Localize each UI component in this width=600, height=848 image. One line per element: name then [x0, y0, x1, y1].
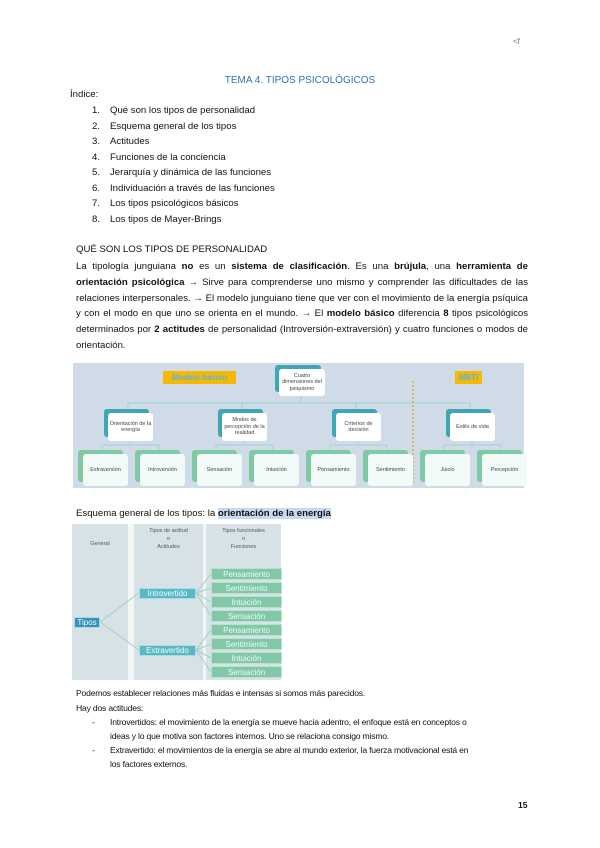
level2-node: Orientación de la energía: [108, 413, 153, 441]
diagram-connectors: [101, 381, 502, 485]
text: La tipología junguiana: [76, 261, 182, 272]
attitude-extravertido: Extravertido: [139, 645, 196, 656]
index-number: 4.: [92, 151, 101, 163]
function-box: Sensación: [211, 666, 282, 678]
text: de personalidad (Introversión-extraversi…: [76, 324, 528, 351]
column-general: [72, 524, 128, 680]
bullet-dash: -: [92, 745, 95, 755]
types-diagram: General Tipos de actitud o Actitudes Tip…: [72, 524, 282, 680]
page-title: TEMA 4. TIPOS PSICOLÓGICOS: [224, 75, 376, 86]
bottom-line1: Podemos establecer relaciones más fluida…: [76, 688, 366, 698]
index-item: Los tipos psicológicos básicos: [110, 198, 239, 209]
emphasis: no: [181, 261, 194, 272]
mbti-tag: MBTI: [455, 371, 482, 384]
function-box: Intuición: [211, 652, 282, 664]
function-box: Sentimiento: [211, 582, 282, 594]
index-number: 6.: [92, 182, 101, 194]
emphasis: sistema de clasificación: [231, 261, 348, 272]
level3-node: Extraversión: [83, 454, 128, 486]
level3-node: Juicio: [425, 454, 470, 486]
level2-node: Criterios de decisión: [336, 413, 381, 441]
text: diferencia: [394, 308, 444, 320]
index-item: Esquema general de los tipos: [110, 120, 237, 132]
text: , una: [426, 261, 457, 272]
text: → Sirve para comprenderse uno mismo y co…: [76, 276, 528, 320]
attitude-introvertido: Introvertido: [139, 588, 196, 599]
intro-paragraph: La tipología junguiana no es un sistema …: [76, 259, 528, 354]
function-box: Pensamiento: [211, 568, 282, 580]
level3-node: Introversión: [140, 454, 185, 486]
bullet-body: el movimiento de la energía se mueve hac…: [156, 717, 467, 727]
root-node: Cuatro dimensiones del psiquismo: [279, 369, 325, 396]
bullet-text: Extravertido: el movimientos de la energ…: [110, 745, 469, 755]
model-diagram: Modelo básico MBTI Cuatro dimensiones de…: [73, 363, 527, 488]
level3-node: Intuición: [254, 454, 299, 486]
section-heading: QUÉ SON LOS TIPOS DE PERSONALIDAD: [76, 244, 268, 255]
index-item: Individuación a través de las funciones: [110, 182, 275, 194]
bullet-label: Extravertido:: [110, 745, 156, 755]
function-box: Pensamiento: [211, 624, 282, 636]
emphasis: brújula: [394, 261, 427, 272]
header-mark: <f: [513, 37, 520, 46]
level3-node: Sensación: [197, 454, 242, 486]
index-item: Actitudes: [110, 136, 150, 147]
index-item: Jerarquía y dinámica de las funciones: [110, 167, 272, 178]
index-number: 2.: [92, 120, 101, 132]
level3-node: Sentimiento: [368, 454, 413, 486]
page-number: 15: [518, 800, 528, 810]
bullet-label: Introvertidos:: [110, 717, 157, 727]
index-number: 5.: [92, 167, 101, 178]
index-item: Qué son los tipos de personalidad: [110, 105, 256, 116]
level2-node: Estilo de vida: [450, 413, 495, 441]
index-item: Los tipos de Mayer-Brings: [110, 213, 222, 225]
section2-text: Esquema general de los tipos: la: [76, 508, 218, 519]
bullet-text: Introvertidos: el movimiento de la energ…: [110, 717, 467, 727]
bullet-continuation: ideas y lo que motiva son factores inter…: [110, 731, 390, 741]
bottom-line2: Hay dos actitudes:: [76, 703, 144, 713]
header-functions: Tipos funcionales o Funciones: [222, 528, 265, 550]
emphasis: 2 actitudes: [154, 324, 205, 336]
text: . Es una: [347, 261, 395, 272]
index-label: Índice:: [70, 89, 99, 100]
function-box: Sensación: [211, 610, 282, 622]
emphasis: 8: [443, 308, 449, 320]
level3-node: Pensamiento: [311, 454, 356, 486]
text: es un: [193, 261, 232, 272]
section2-highlight: orientación de la energía: [217, 508, 331, 519]
section2-heading: Esquema general de los tipos: la orienta…: [76, 508, 331, 519]
bullet-continuation: los factores externos.: [110, 759, 188, 769]
text: tipos psicológicos determinados por: [76, 308, 529, 336]
emphasis: modelo básico: [326, 308, 395, 320]
index-number: 1.: [92, 105, 101, 116]
modelo-basico-tag: Modelo básico: [163, 371, 236, 384]
index-number: 7.: [92, 198, 101, 209]
function-box: Sentimiento: [211, 638, 282, 650]
level2-node: Modos de percepción de la realidad: [222, 413, 267, 441]
header-attitudes: Tipos de actitud o Actitudes: [149, 528, 188, 550]
index-number: 3.: [92, 136, 101, 147]
types-connectors: [99, 573, 212, 673]
bullet-dash: -: [92, 717, 95, 727]
bullet-body: el movimientos de la energía se abre al …: [155, 745, 469, 755]
root-tipos: Tipos: [74, 617, 100, 628]
header-general: General: [90, 541, 110, 547]
index-number: 8.: [92, 213, 101, 225]
function-box: Intuición: [211, 596, 282, 608]
emphasis: herramienta de orientación psicológica: [76, 261, 528, 288]
level3-node: Percepción: [482, 454, 527, 486]
index-item: Funciones de la conciencia: [110, 151, 226, 163]
